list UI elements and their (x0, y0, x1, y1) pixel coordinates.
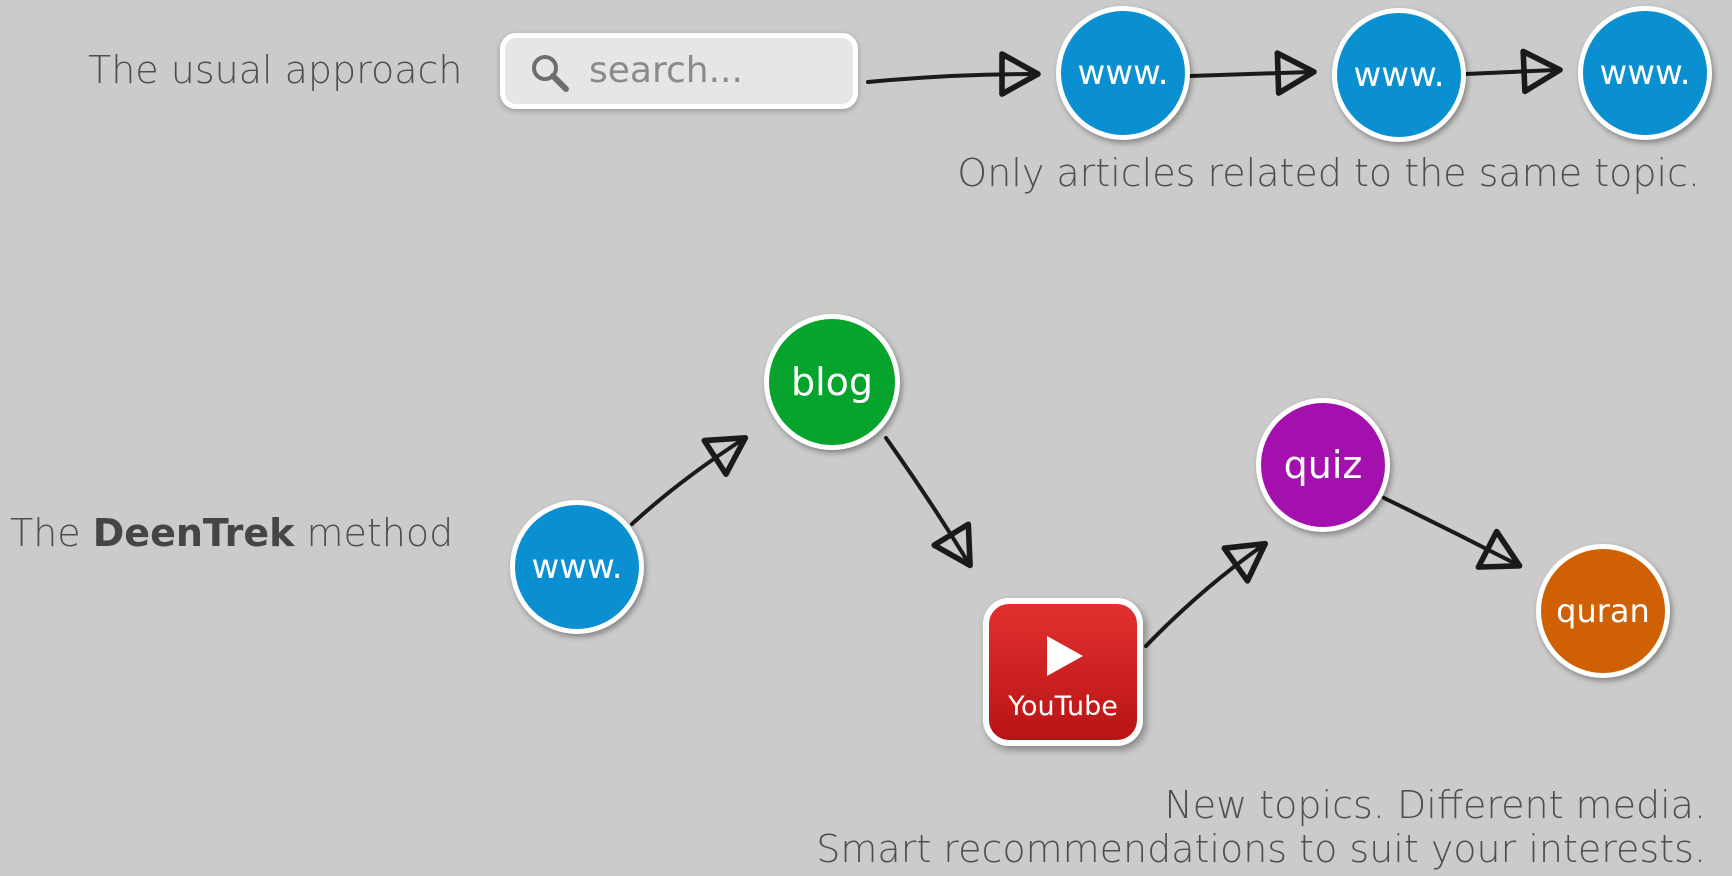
deentrek-method-label: The DeenTrek method (10, 510, 453, 556)
search-placeholder: search... (589, 50, 743, 91)
node-quiz: quiz (1256, 398, 1390, 532)
method-suffix: method (294, 511, 454, 555)
node-quran-label: quran (1556, 592, 1650, 630)
top-node-www-1: www. (1056, 6, 1190, 140)
method-prefix: The (10, 511, 93, 555)
arrow-search-to-www-1 (866, 51, 1041, 97)
arrow-www-2-to-www-3 (1464, 48, 1563, 95)
node-youtube-label: YouTube (1008, 691, 1118, 722)
method-brand: DeenTrek (92, 511, 295, 555)
top-node-www-2-label: www. (1353, 55, 1445, 95)
top-node-www-3-label: www. (1599, 53, 1691, 93)
node-quran: quran (1536, 544, 1670, 678)
top-node-www-3: www. (1578, 6, 1712, 140)
arrow-quiz-to-quran (1382, 496, 1523, 570)
arrow-blog-to-youtube (884, 436, 973, 569)
node-youtube: YouTube (983, 598, 1143, 746)
usual-approach-label: The usual approach (88, 48, 463, 92)
arrow-youtube-to-quiz (1144, 540, 1269, 648)
bottom-caption-line-2: Smart recommendations to suit your inter… (816, 827, 1706, 871)
node-blog-label: blog (790, 360, 874, 404)
search-box[interactable]: search... (500, 33, 858, 109)
play-icon (1047, 636, 1083, 676)
bottom-caption-line-1: New topics. Different media. (1164, 783, 1706, 827)
node-quiz-label: quiz (1283, 443, 1363, 487)
node-blog: blog (764, 314, 900, 450)
top-node-www-2: www. (1332, 8, 1466, 142)
top-caption: Only articles related to the same topic. (957, 151, 1700, 195)
search-icon (532, 55, 569, 92)
arrow-www-1-to-www-2 (1188, 50, 1317, 96)
top-node-www-1-label: www. (1077, 53, 1169, 93)
node-www-label: www. (531, 547, 623, 587)
arrow-www-to-blog (630, 435, 749, 526)
node-www: www. (510, 500, 644, 634)
